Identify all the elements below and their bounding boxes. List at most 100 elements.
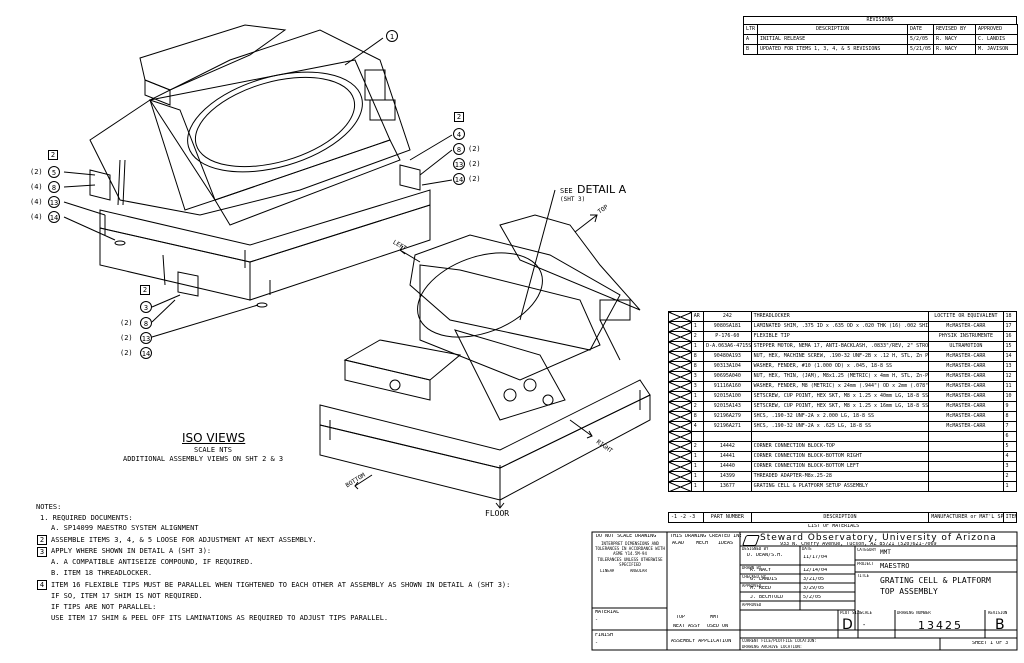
- qty-label: (2): [120, 319, 133, 327]
- cad-ideas: IDEAS: [718, 541, 734, 546]
- flag-note-2: 2: [140, 285, 150, 295]
- bom-manufacturer: McMASTER-CARR: [928, 371, 1004, 382]
- bom-footer-qty: -1 -2 -3: [667, 512, 705, 523]
- iso-note: ADDITIONAL ASSEMBLY VIEWS ON SHT 2 & 3: [123, 455, 284, 463]
- drawing-number-label: DRAWING NUMBER: [897, 611, 931, 615]
- note-line: IF SO, ITEM 17 SHIM IS NOT REQUIRED.: [51, 592, 203, 600]
- bom-part-number: 14442: [703, 441, 752, 452]
- bom-item-number: 15: [1002, 341, 1018, 352]
- rev-desc: UPDATED FOR ITEMS 1, 3, 4, & 5 REVISIONS: [757, 44, 908, 55]
- revision-label: REVISION: [988, 611, 1008, 615]
- organization-name: Steward Observatory, University of Arizo…: [760, 533, 997, 543]
- notes-header: NOTES:: [36, 503, 62, 511]
- rev-revised-by: R. NACY: [933, 44, 976, 55]
- bom-description: CORNER CONNECTION BLOCK-BOTTOM RIGHT: [750, 451, 930, 462]
- bom-part-number: P-176-60: [703, 331, 752, 342]
- bom-item-number: 14: [1002, 351, 1018, 362]
- approved2-date: 5/2/05: [803, 595, 822, 600]
- sheet-number: SHEET 1 OF 3: [972, 641, 1009, 646]
- bom-cross-cell: [668, 311, 692, 322]
- bom-cross-cell: [668, 441, 692, 452]
- bom-description: THREADED ADAPTER-M8x.25-28: [750, 471, 930, 482]
- revision-letter: B: [995, 617, 1005, 633]
- designed-date: 11/17/04: [803, 555, 828, 560]
- angular-label: ANGULAR: [630, 569, 647, 573]
- checked-by: G. LANDIS: [750, 577, 778, 582]
- lower-assembly: [319, 189, 651, 509]
- material-value: -: [595, 618, 599, 623]
- bom-qty: 2: [690, 401, 705, 412]
- scale-value: -: [862, 621, 867, 629]
- bom-manufacturer: McMASTER-CARR: [928, 421, 1004, 432]
- qty-label: (4): [30, 198, 43, 206]
- bom-qty: 2: [690, 331, 705, 342]
- designed-by-label: DESIGNED BY: [742, 547, 769, 551]
- bom-manufacturer: McMASTER-CARR: [928, 411, 1004, 422]
- material-label: MATERIAL: [595, 610, 620, 615]
- rev-date: 5/2/05: [907, 34, 934, 45]
- bom-manufacturer: McMASTER-CARR: [928, 391, 1004, 402]
- direction-floor: FLOOR: [485, 509, 510, 518]
- bom-part-number: 92015A143: [703, 401, 752, 412]
- bom-manufacturer: McMASTER-CARR: [928, 361, 1004, 372]
- bom-qty: 3: [690, 371, 705, 382]
- approved-label: APPROVED: [742, 584, 762, 588]
- note-line: B. ITEM 18 THREADLOCKER.: [51, 569, 153, 577]
- bom-description: LAMINATED SHIM, .375 ID x .635 OD x .020…: [750, 321, 930, 332]
- bom-part-number: 14441: [703, 451, 752, 462]
- rev-approved: C. LANDIS: [975, 34, 1018, 45]
- bom-cross-cell: [668, 421, 692, 432]
- bom-cross-cell: [668, 391, 692, 402]
- bom-item-number: 18: [1002, 311, 1018, 322]
- category-value: MMT: [880, 549, 891, 556]
- bom-footer-item: ITEM NO.: [1002, 512, 1018, 523]
- list-of-materials: LIST OF MATERIALS: [808, 524, 860, 529]
- organization-address: 933 N. Cherry Avenue, Tucson, AZ 85721 (…: [780, 542, 937, 547]
- bom-qty: 2: [690, 441, 705, 452]
- bom-cross-cell: [668, 431, 692, 442]
- bom-part-number: 91116A160: [703, 381, 752, 392]
- flag-note-3: 3: [37, 547, 47, 557]
- do-not-scale: DO NOT SCALE DRAWING: [596, 534, 657, 539]
- bom-item-number: 1: [1002, 481, 1018, 492]
- qty-label: (2): [30, 168, 43, 176]
- bom-description: WASHER, FENDER, M8 (METRIC) x 24mm (.944…: [750, 381, 930, 392]
- bom-cross-cell: [668, 331, 692, 342]
- bom-description: SHCS, .190-32 UNF-2A x 2.000 LG, 18-8 SS: [750, 411, 930, 422]
- bom-part-number: 14440: [703, 461, 752, 472]
- balloon-item-8: 8: [48, 181, 60, 193]
- bom-cross-cell: [668, 481, 692, 492]
- cad-mech: MECH: [696, 541, 709, 546]
- bom-qty: 3: [690, 381, 705, 392]
- qty-label: (2): [468, 175, 481, 183]
- bom-manufacturer: [928, 471, 1004, 482]
- bom-part-number: D-A.063A6-4715S-3-2ND-P-A/4: [703, 341, 752, 352]
- bom-cross-cell: [668, 321, 692, 332]
- balloon-item-8: 8: [140, 317, 152, 329]
- linear-label: LINEAR: [600, 569, 615, 573]
- bom-cross-cell: [668, 371, 692, 382]
- bom-description: SHCS, .190-32 UNF-2A x .625 LG, 18-8 SS: [750, 421, 930, 432]
- bom-item-number: 3: [1002, 461, 1018, 472]
- bom-description: CORNER CONNECTION BLOCK-TOP: [750, 441, 930, 452]
- rev-revised-by: R. NACY: [933, 34, 976, 45]
- file-location: CURRENT FILE/PLOTFILE LOCATION:: [742, 639, 817, 643]
- balloon-item-14: 14: [140, 347, 152, 359]
- rev-approved: M. JAVISON: [975, 44, 1018, 55]
- bom-qty: 1: [690, 461, 705, 472]
- detail-sheet: (SHT 3): [560, 196, 586, 203]
- bom-item-number: 10: [1002, 391, 1018, 402]
- category-label: CATEGORY: [857, 548, 877, 552]
- bom-description: THREADLOCKER: [750, 311, 930, 322]
- revisions-row: B UPDATED FOR ITEMS 1, 3, 4, & 5 REVISIO…: [743, 44, 1018, 55]
- bom-item-number: 2: [1002, 471, 1018, 482]
- bom-qty: AR: [690, 311, 705, 322]
- finish-label: FINISH: [595, 633, 614, 638]
- note-line: USE ITEM 17 SHIM & PEEL OFF ITS LAMINATI…: [51, 614, 389, 622]
- bom-manufacturer: [928, 481, 1004, 492]
